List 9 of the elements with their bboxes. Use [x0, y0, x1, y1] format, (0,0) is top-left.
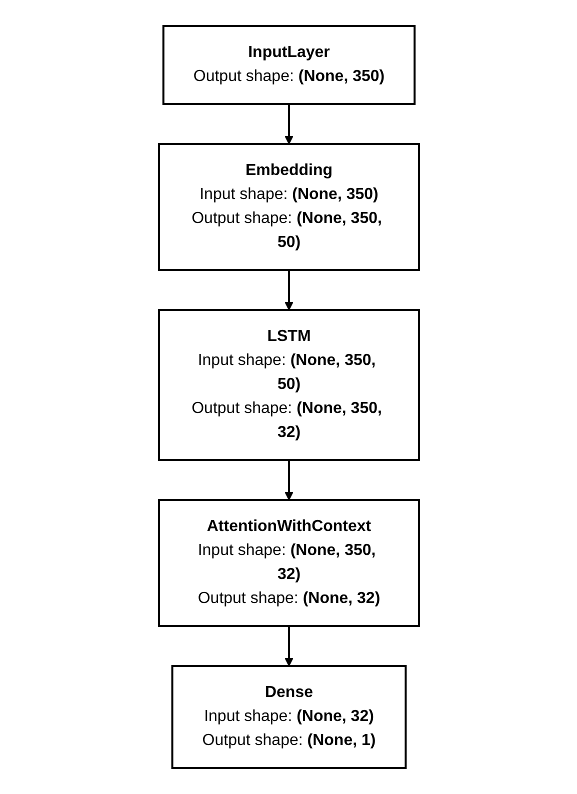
node-box: Dense Input shape: (None, 32) Output shape: (None, 1) — [170, 665, 406, 769]
node-box: LSTM Input shape: (None, 350, 50) Output shape: (None, 350, 32) — [158, 309, 420, 461]
arrow — [284, 270, 293, 310]
arrow — [284, 460, 293, 500]
node-box: Embedding Input shape: (None, 350) Output shape: (None, 350, 50) — [158, 143, 420, 271]
arrow — [284, 626, 293, 666]
arrow — [284, 104, 293, 144]
node-box: InputLayer Output shape: (None, 350) — [162, 25, 416, 105]
node-box: AttentionWithContext Input shape: (None, 350, 32) Output shape: (None, 32) — [158, 499, 420, 627]
